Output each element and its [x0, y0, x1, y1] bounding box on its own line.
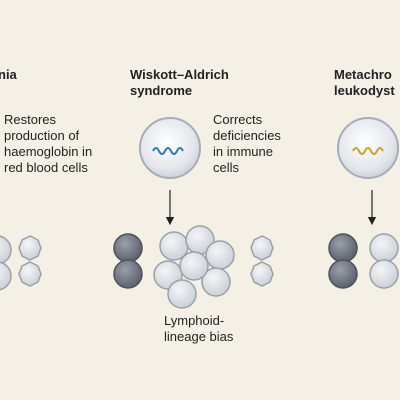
panel-1-title: nia	[0, 67, 17, 82]
panel-3-stem-cell	[337, 117, 399, 179]
panel-2-title: Wiskott–Aldrich syndrome	[130, 67, 229, 98]
transgene-icon	[352, 147, 384, 155]
panel-2-description: Corrects deficiencies in immune cells	[213, 112, 281, 175]
dark-cell	[328, 233, 358, 263]
panel-1-description: Restores production of haemoglobin in re…	[4, 112, 93, 175]
panel-3-title: Metachro leukodyst	[334, 67, 395, 98]
panel-2-cells	[113, 225, 274, 309]
lymphoid-cell	[167, 279, 197, 309]
panel-3-cells	[328, 233, 399, 289]
cell	[369, 259, 399, 289]
dark-cell	[328, 259, 358, 289]
dark-cell	[113, 233, 143, 263]
cell	[0, 235, 12, 265]
lymphoid-cell	[205, 240, 235, 270]
red-blood-cell	[18, 261, 42, 287]
transgene-icon	[152, 147, 184, 155]
panel-2-stem-cell	[139, 117, 201, 179]
cell	[369, 233, 399, 263]
red-blood-cell	[18, 235, 42, 261]
red-blood-cell	[250, 261, 274, 287]
lymphoid-cell	[201, 267, 231, 297]
dark-cell	[113, 259, 143, 289]
red-blood-cell	[250, 235, 274, 261]
panel-2-caption: Lymphoid- lineage bias	[164, 313, 234, 344]
cell	[0, 261, 12, 291]
panel-1-cells	[0, 235, 42, 291]
lymphoid-cell	[179, 251, 209, 281]
